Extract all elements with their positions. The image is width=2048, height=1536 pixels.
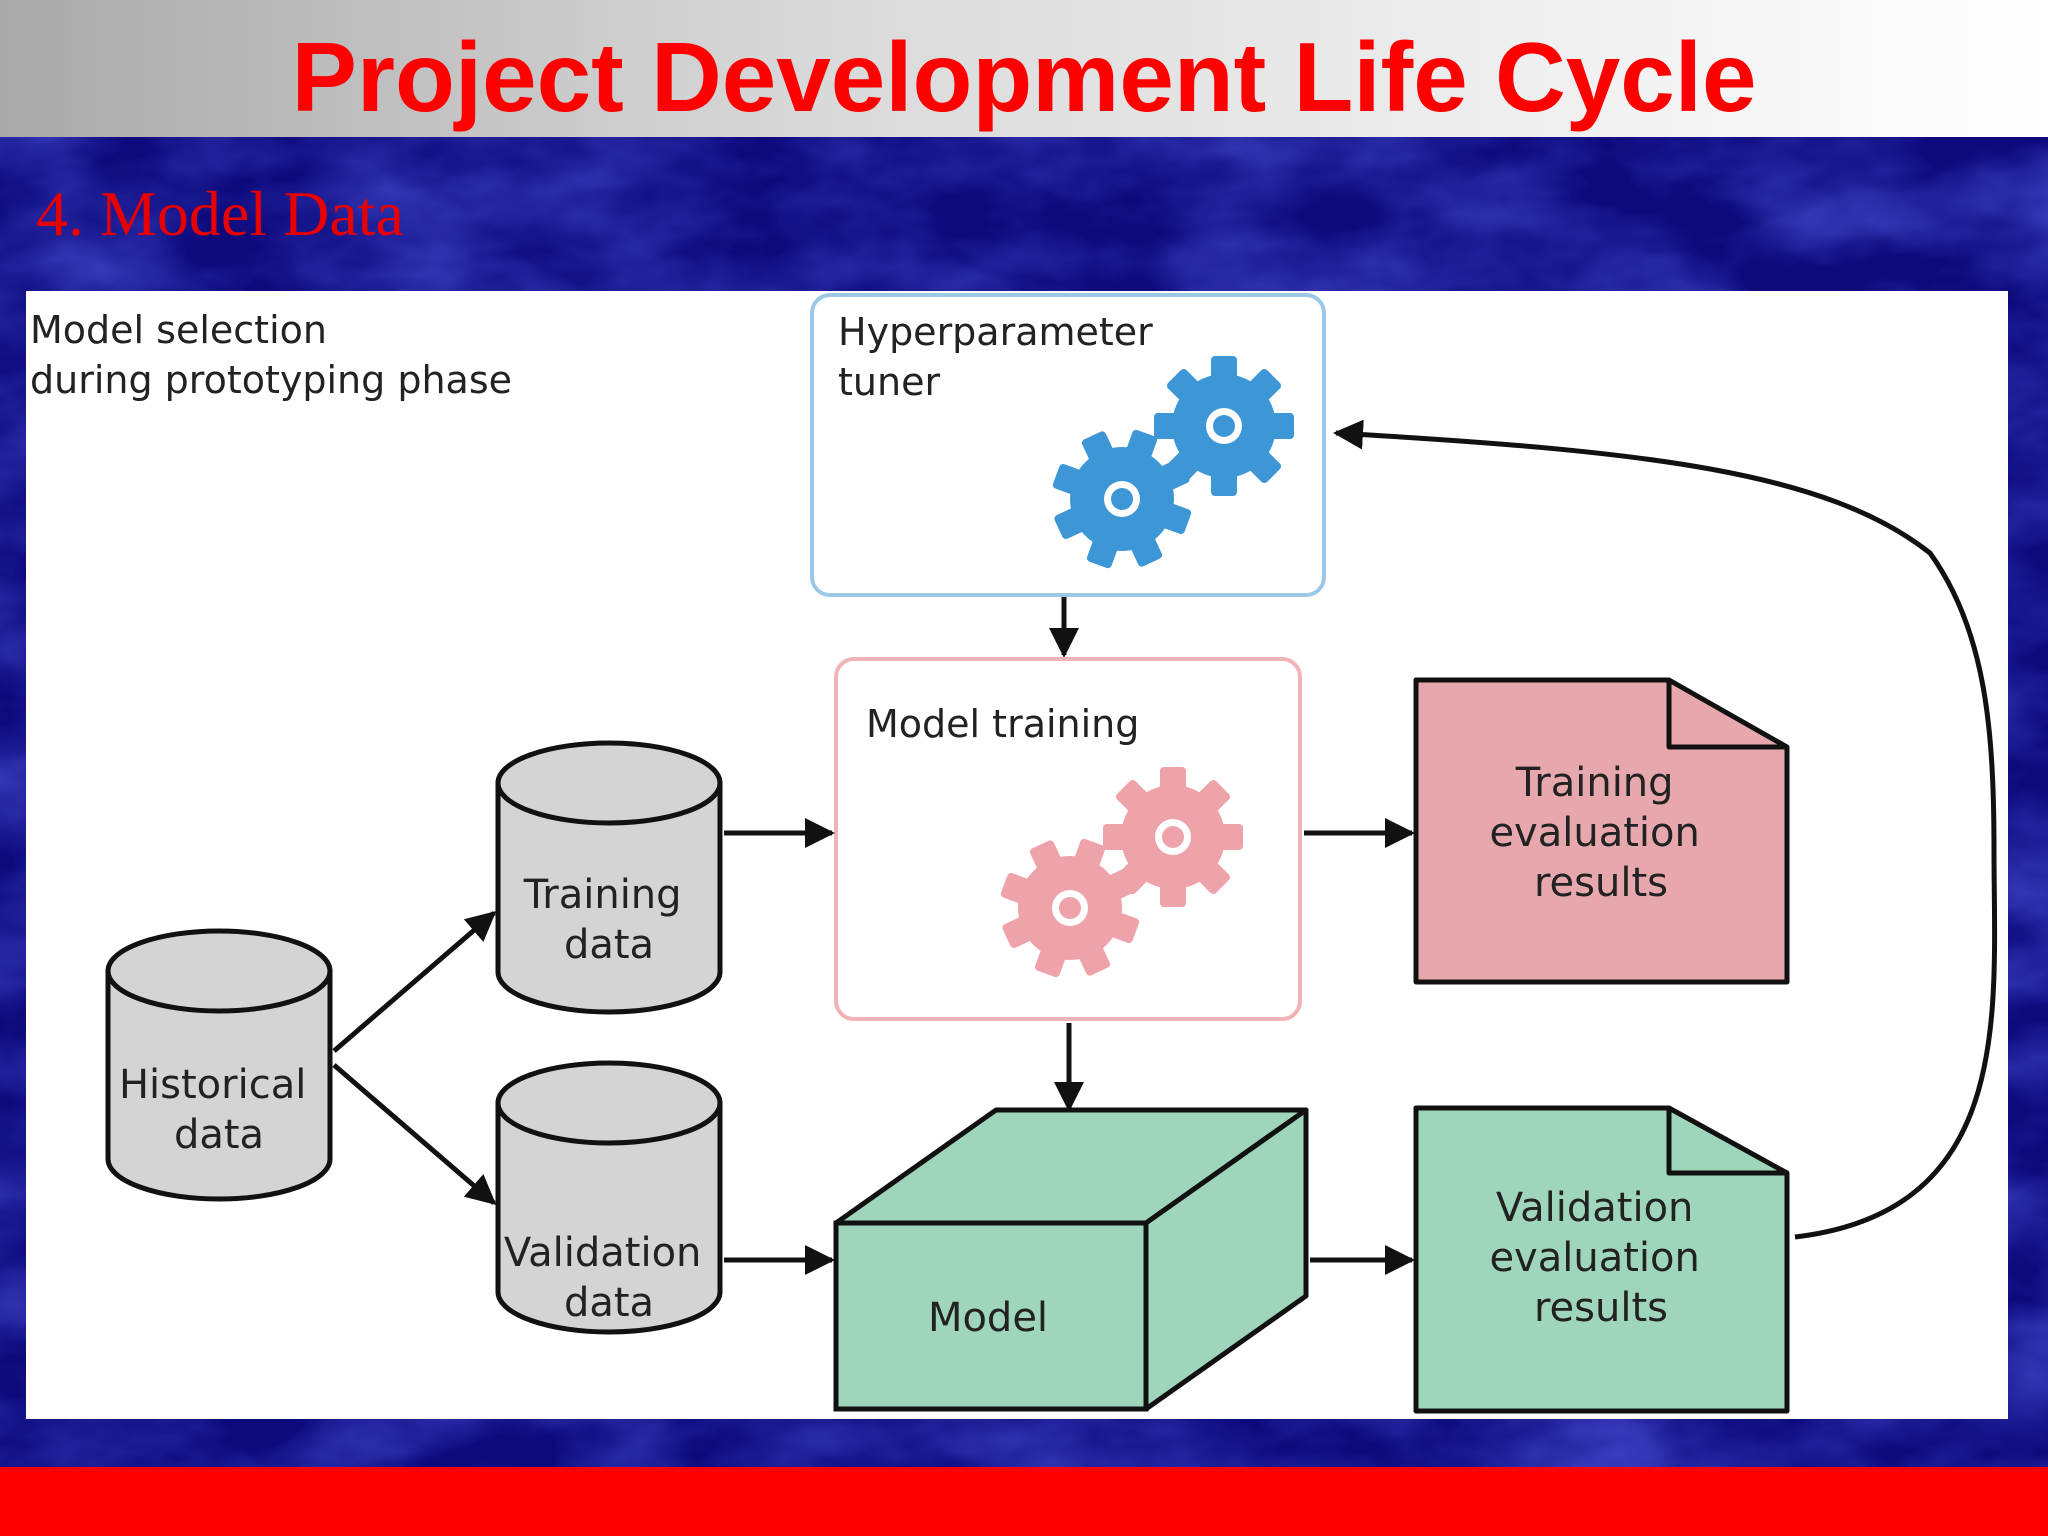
gear-icon bbox=[1052, 429, 1192, 569]
svg-text:Hyperparameter tuner: Hyperparameter tuner bbox=[838, 310, 1165, 404]
validation-results-label-2: evaluation bbox=[1489, 1235, 1699, 1281]
validation-data-label-2: data bbox=[564, 1280, 654, 1326]
diagram-panel: Model selection during prototyping phase… bbox=[26, 291, 2008, 1419]
slide-title: Project Development Life Cycle bbox=[291, 22, 1757, 132]
model-label: Model bbox=[928, 1295, 1048, 1341]
svg-text:Validation data: Validation data bbox=[504, 1230, 714, 1326]
svg-text:Training evaluation: Training evaluation results bbox=[1489, 760, 1712, 906]
validation-evaluation-results-document: Validation evaluation results bbox=[1413, 1105, 1790, 1414]
model-box: Model bbox=[833, 1107, 1309, 1412]
caption-line-2: during prototyping phase bbox=[30, 358, 512, 402]
validation-data-label-1: Validation bbox=[504, 1230, 702, 1276]
tuner-label-1: Hyperparameter bbox=[838, 310, 1153, 354]
svg-text:Historical data: Historical data bbox=[119, 1062, 319, 1158]
hyperparameter-tuner-box: Hyperparameter tuner bbox=[810, 293, 1326, 597]
slide-subtitle: 4. Model Data bbox=[36, 178, 404, 249]
arrow-historical-to-validation bbox=[332, 1063, 497, 1205]
historical-data-label-2: data bbox=[174, 1112, 264, 1158]
header-bar bbox=[0, 0, 2048, 137]
model-selection-diagram: Model selection during prototyping phase… bbox=[30, 293, 1998, 1414]
training-data-cylinder: Training data bbox=[495, 740, 723, 1015]
arrow-historical-to-training bbox=[332, 911, 497, 1053]
model-training-label: Model training bbox=[866, 702, 1139, 746]
validation-results-label-1: Validation bbox=[1496, 1185, 1694, 1231]
gear-icon bbox=[1000, 838, 1140, 978]
validation-results-label-3: results bbox=[1534, 1285, 1668, 1331]
training-results-label-3: results bbox=[1534, 860, 1668, 906]
caption-line-1: Model selection bbox=[30, 308, 327, 352]
model-training-box: Model training bbox=[834, 657, 1302, 1021]
tuner-label-2: tuner bbox=[838, 360, 940, 404]
svg-text:Training data: Training data bbox=[523, 872, 695, 968]
historical-data-label-1: Historical bbox=[119, 1062, 306, 1108]
training-evaluation-results-document: Training evaluation results bbox=[1413, 677, 1790, 985]
historical-data-cylinder: Historical data bbox=[105, 928, 333, 1202]
training-data-label-1: Training bbox=[523, 872, 682, 918]
training-results-label-2: evaluation bbox=[1489, 810, 1699, 856]
training-results-label-1: Training bbox=[1515, 760, 1674, 806]
gear-icon bbox=[1103, 767, 1243, 907]
gear-icon bbox=[1154, 356, 1294, 496]
arrow-validation-results-to-tuner bbox=[1333, 419, 1998, 1240]
validation-data-cylinder: Validation data bbox=[495, 1060, 723, 1335]
diagram-caption: Model selection during prototyping phase bbox=[30, 308, 512, 402]
svg-text:Validation evaluation: Validation evaluation results bbox=[1489, 1185, 1712, 1331]
training-data-label-2: data bbox=[564, 922, 654, 968]
footer-bar bbox=[0, 1467, 2048, 1536]
